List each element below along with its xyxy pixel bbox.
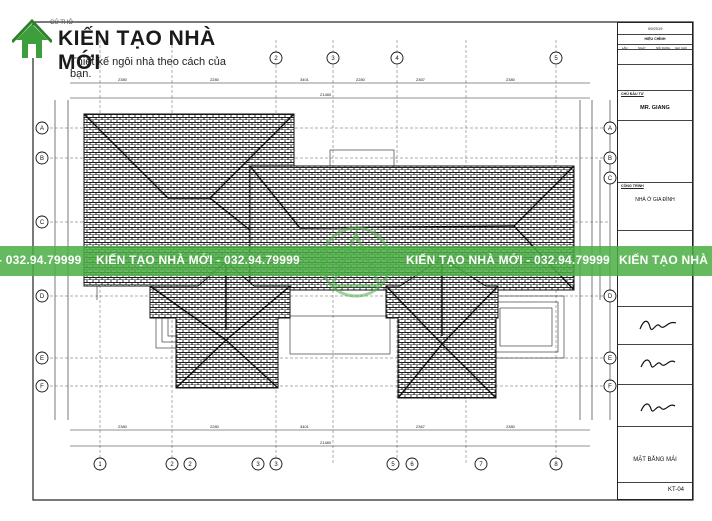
watermark-band	[0, 246, 712, 276]
grid-letter-label: E	[40, 356, 44, 362]
tb-project-label: CÔNG TRÌNH	[621, 184, 644, 188]
grid-bubbles	[35, 51, 617, 471]
tb-sheet-no: KT-04	[667, 487, 684, 493]
tb-date: 09/2019	[648, 26, 663, 31]
tb-rev-col: NGÀY	[638, 46, 646, 50]
grid-letter-label: B	[40, 156, 44, 162]
tb-drawing-title: MẶT BẰNG MÁI	[633, 457, 677, 463]
grid-number-label: 1	[98, 462, 102, 468]
grid-number-label: 3	[274, 462, 278, 468]
grid-number-label: 7	[479, 462, 483, 468]
watermark-text: - 032.94.79999	[0, 253, 82, 267]
grid-letter-label: D	[608, 294, 613, 300]
signature-2	[640, 359, 676, 368]
logo-name: KIẾN TẠO NHÀ MỚI	[58, 27, 216, 74]
tb-signature-1	[618, 307, 692, 345]
logo-small-text: CỦ THÔ	[50, 20, 73, 26]
grid-letter-label: F	[40, 384, 44, 390]
grid-number-label: 3	[331, 56, 335, 62]
grid-number-label: 2	[188, 462, 192, 468]
svg-text:21480: 21480	[320, 440, 332, 445]
tb-blank-row	[618, 65, 692, 91]
svg-text:21480: 21480	[320, 92, 332, 97]
signature-3	[640, 403, 676, 412]
tb-rev-col: NỘI DUNG	[656, 46, 670, 50]
svg-text:3401: 3401	[300, 77, 310, 82]
svg-text:2380: 2380	[118, 424, 128, 429]
svg-text:2280: 2280	[356, 77, 366, 82]
tb-sheet-row: KT-04	[618, 483, 692, 500]
svg-text:2280: 2280	[210, 77, 220, 82]
svg-text:2280: 2280	[210, 424, 220, 429]
grid-number-label: 4	[395, 56, 399, 62]
tb-owner-row: CHỦ ĐẦU TƯ MR. GIANG	[618, 91, 692, 121]
tb-signature-2	[618, 345, 692, 385]
tb-company-row	[618, 231, 692, 307]
watermark-text: KIẾN TẠO NHÀ MỚI - 032.94.79999	[406, 253, 610, 267]
grid-letter-label: A	[40, 126, 44, 132]
grid-letter-label: F	[608, 384, 612, 390]
grid-letter-label: C	[40, 220, 45, 226]
grid-number-label: 2	[170, 462, 174, 468]
tb-date-row: 09/2019	[618, 23, 692, 35]
tb-drawing-title-row: MẶT BẰNG MÁI	[618, 427, 692, 483]
dimension-values: 2380 2280 3401 2280 2367 2380 21480 2380 2280…	[118, 77, 516, 445]
grid-number-label: 5	[554, 56, 558, 62]
tb-revision-header: LẦN NGÀY NỘI DUNG GHI CHÚ	[618, 44, 692, 50]
grid-letter-label: B	[608, 156, 612, 162]
tb-project-row: CÔNG TRÌNH NHÀ Ở GIA ĐÌNH	[618, 183, 692, 231]
roof-ridges	[83, 113, 575, 399]
svg-text:2367: 2367	[416, 77, 426, 82]
svg-text:3401: 3401	[300, 424, 310, 429]
tb-signature-3	[618, 385, 692, 427]
tb-revision-label: HIỆU CHỈNH	[644, 37, 666, 41]
grid-letter-label: C	[608, 176, 613, 182]
grid-number-label: 8	[554, 462, 558, 468]
tb-revision-table: HIỆU CHỈNH LẦN NGÀY NỘI DUNG GHI CHÚ	[618, 35, 692, 65]
grid-number-label: 5	[391, 462, 395, 468]
grid-letter-label: A	[608, 126, 612, 132]
company-logo: CỦ THÔ KIẾN TẠO NHÀ MỚI Thiết kế ngôi nh…	[6, 10, 236, 80]
svg-text:2380: 2380	[506, 424, 516, 429]
watermark-text: KIẾN TẠO NHÀ MỚI - 032.94.79999	[96, 253, 300, 267]
svg-text:2367: 2367	[416, 424, 426, 429]
tb-owner-name: MR. GIANG	[640, 105, 670, 111]
signature-1	[639, 320, 677, 331]
grid-number-label: 3	[256, 462, 260, 468]
grid-letter-label: E	[608, 356, 612, 362]
svg-text:2380: 2380	[506, 77, 516, 82]
logo-tagline: Thiết kế ngôi nhà theo cách của bạn.	[70, 56, 226, 80]
grid-number-label: 2	[274, 56, 278, 62]
tb-owner-label: CHỦ ĐẦU TƯ	[621, 92, 644, 96]
tb-rev-col: LẦN	[622, 46, 628, 50]
tb-project-name: NHÀ Ở GIA ĐÌNH	[635, 197, 675, 203]
svg-text:2380: 2380	[118, 77, 128, 82]
grid-letter-label: D	[40, 294, 45, 300]
watermark-text: KIẾN TẠO NHÀ	[619, 253, 709, 267]
grid-number-label: 6	[410, 462, 414, 468]
tb-rev-col: GHI CHÚ	[675, 46, 687, 50]
tb-address-row	[618, 121, 692, 183]
house-logo-icon	[12, 18, 52, 58]
